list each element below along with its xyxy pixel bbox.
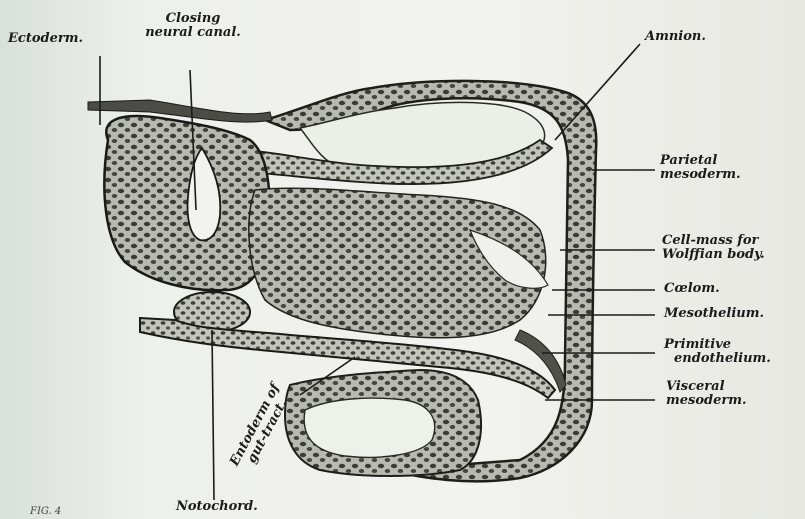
label-wolffian-line1: Cell-mass for [662,234,765,248]
label-closing-neural-canal: Closing neural canal. [128,12,258,40]
label-primitive-line2: endothelium. [664,352,771,366]
label-parietal-mesoderm: Parietal mesoderm. [660,154,741,182]
label-primitive-line1: Primitive [664,338,771,352]
label-mesothelium: Mesothelium. [664,307,764,321]
figure-caption: FIG. 4 [30,506,61,517]
label-primitive-endothelium: Primitive endothelium. [664,338,771,366]
label-parietal-line2: mesoderm. [660,168,741,182]
lower-cavity [304,398,435,457]
label-ectoderm: Ectoderm. [8,32,83,46]
label-closing-line1: Closing [128,12,258,26]
label-closing-line2: neural canal. [128,26,258,40]
label-visceral-mesoderm: Visceral mesoderm. [666,380,747,408]
label-wolffian-body: Cell-mass for Wolffian body. [662,234,765,262]
label-visceral-line1: Visceral [666,380,747,394]
label-wolffian-line2: Wolffian body. [662,248,765,262]
leader-notochord [212,330,214,500]
label-notochord: Notochord. [176,500,258,514]
label-amnion: Amnion. [645,30,706,44]
label-coelom: Cœlom. [664,282,720,296]
label-visceral-line2: mesoderm. [666,394,747,408]
label-parietal-line1: Parietal [660,154,741,168]
